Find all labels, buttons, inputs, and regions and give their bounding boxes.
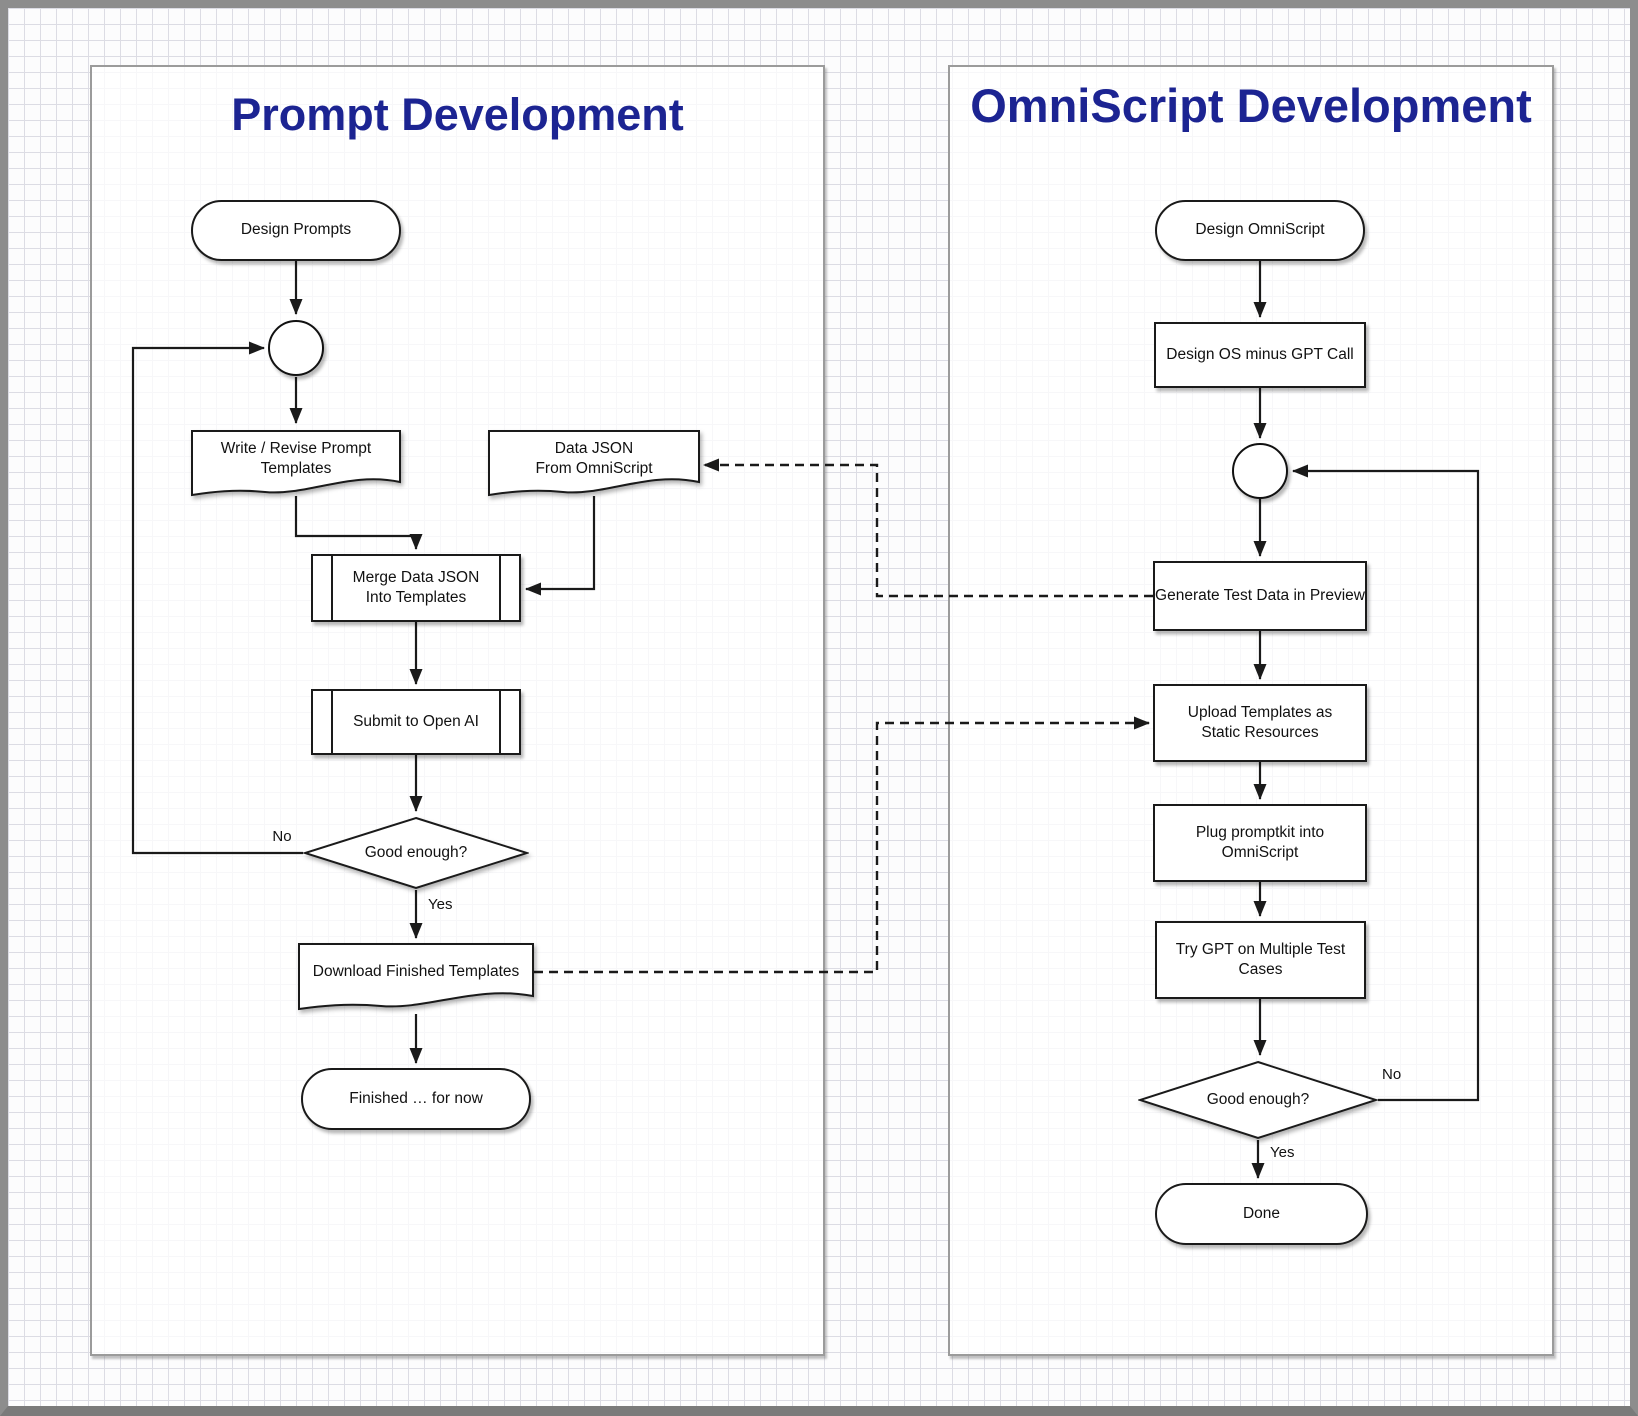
node-done: Done [1155, 1183, 1368, 1245]
node-good-enough-left-label: Good enough? [364, 843, 468, 861]
document-shape [298, 943, 534, 1011]
edge-no-loop-right [1292, 464, 1480, 1102]
node-upload-templates: Upload Templates as Static Resources [1153, 684, 1367, 762]
document-shape [488, 430, 700, 497]
node-download-label: Download Finished Templates [312, 962, 520, 980]
node-data-json-label: Data JSON From OmniScript [535, 439, 653, 477]
connector-circle-right [1232, 443, 1288, 499]
node-plug-promptkit: Plug promptkit into OmniScript [1153, 804, 1367, 882]
node-generate-label: Generate Test Data in Preview [1155, 586, 1365, 604]
node-data-json-from-omniscript: Data JSON From OmniScript [488, 430, 700, 500]
node-upload-label: Upload Templates as Static Resources [1187, 703, 1333, 741]
node-good-enough-left: Good enough? [303, 816, 529, 890]
node-try-gpt-label: Try GPT on Multiple Test Cases [1175, 940, 1346, 978]
node-design-omniscript: Design OmniScript [1155, 200, 1365, 261]
node-good-enough-right-label: Good enough? [1206, 1090, 1310, 1108]
node-merge-data-json: Merge Data JSON Into Templates [311, 554, 521, 622]
edge-label-no-right: No [1382, 1066, 1402, 1083]
node-finished-label: Finished … for now [349, 1089, 483, 1107]
edge-no-loop-left [131, 341, 303, 855]
node-finished-for-now: Finished … for now [301, 1068, 531, 1130]
panel-title-prompt-development: Prompt Development [231, 89, 684, 140]
dashed-link-generate-to-datajson [703, 458, 1153, 598]
edge-label-no-left: No [272, 828, 292, 845]
node-submit-label: Submit to Open AI [353, 712, 479, 730]
node-try-gpt: Try GPT on Multiple Test Cases [1155, 921, 1366, 999]
node-merge-label: Merge Data JSON Into Templates [352, 568, 480, 606]
node-design-prompts-label: Design Prompts [240, 221, 352, 239]
decision-diamond-shape [303, 816, 529, 890]
node-good-enough-right: Good enough? [1138, 1060, 1378, 1140]
flow-connectors [131, 261, 1480, 1179]
node-design-os-label: Design OS minus GPT Call [1166, 345, 1354, 363]
node-submit-to-open-ai: Submit to Open AI [311, 689, 521, 755]
node-plug-label: Plug promptkit into OmniScript [1195, 823, 1325, 861]
document-shape [191, 430, 401, 497]
node-download-finished-templates: Download Finished Templates [298, 943, 534, 1015]
edge-label-yes-right: Yes [1270, 1144, 1295, 1161]
node-generate-test-data: Generate Test Data in Preview [1153, 561, 1367, 631]
panel-title-omniscript-development: OmniScript Development [970, 79, 1532, 132]
node-write-revise-label: Write / Revise Prompt Templates [220, 439, 372, 477]
edge-datajson-to-merge [525, 496, 596, 596]
node-write-revise-prompt-templates: Write / Revise Prompt Templates [191, 430, 401, 500]
node-done-label: Done [1242, 1204, 1281, 1222]
node-design-prompts: Design Prompts [191, 200, 401, 261]
node-design-omniscript-label: Design OmniScript [1195, 221, 1325, 239]
decision-diamond-shape [1138, 1060, 1378, 1140]
dashed-link-download-to-upload [534, 716, 1150, 974]
node-design-os-minus-gpt-call: Design OS minus GPT Call [1154, 322, 1366, 388]
edge-label-yes-left: Yes [428, 896, 453, 913]
edge-writerevise-to-merge [294, 496, 423, 550]
connector-circle-left [268, 320, 324, 376]
